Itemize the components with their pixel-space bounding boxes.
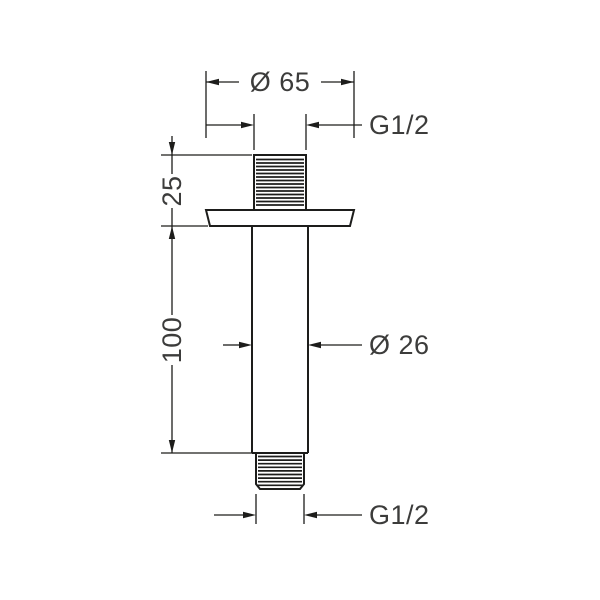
pipe-diameter-label: Ø 26 [369, 330, 430, 360]
dimension-pipe-diameter: Ø 26 [223, 330, 430, 360]
arrowhead [168, 142, 176, 155]
fixture [204, 154, 356, 490]
pipe-length-label: 100 [157, 317, 187, 364]
pipe [251, 226, 309, 454]
dimension-bottom-thread: G1/2 [214, 494, 430, 530]
arrowhead [241, 121, 254, 129]
arrowhead [306, 121, 319, 129]
arrowhead [304, 511, 317, 519]
arrowhead [168, 226, 176, 239]
bottom-thread-label: G1/2 [369, 500, 430, 530]
thread-height-label: 25 [157, 175, 187, 206]
flange [204, 209, 356, 227]
bottom-thread-hatch [258, 455, 302, 487]
arrowhead [168, 440, 176, 453]
flange-diameter-label: Ø 65 [250, 67, 311, 97]
label-background [239, 67, 321, 97]
dimension-flange-diameter: Ø 65 [205, 67, 355, 138]
arrowhead [341, 78, 354, 86]
label-background [158, 174, 185, 208]
arrowhead [239, 341, 252, 349]
arrowhead [308, 341, 321, 349]
top-thread-label: G1/2 [369, 110, 430, 140]
top-thread-hatch [256, 158, 304, 206]
dimension-top-thread: G1/2 [206, 110, 430, 150]
dimension-left-column: 25 100 [157, 136, 256, 454]
arrowhead [243, 511, 256, 519]
arrowhead [206, 78, 219, 86]
label-background [158, 315, 185, 365]
